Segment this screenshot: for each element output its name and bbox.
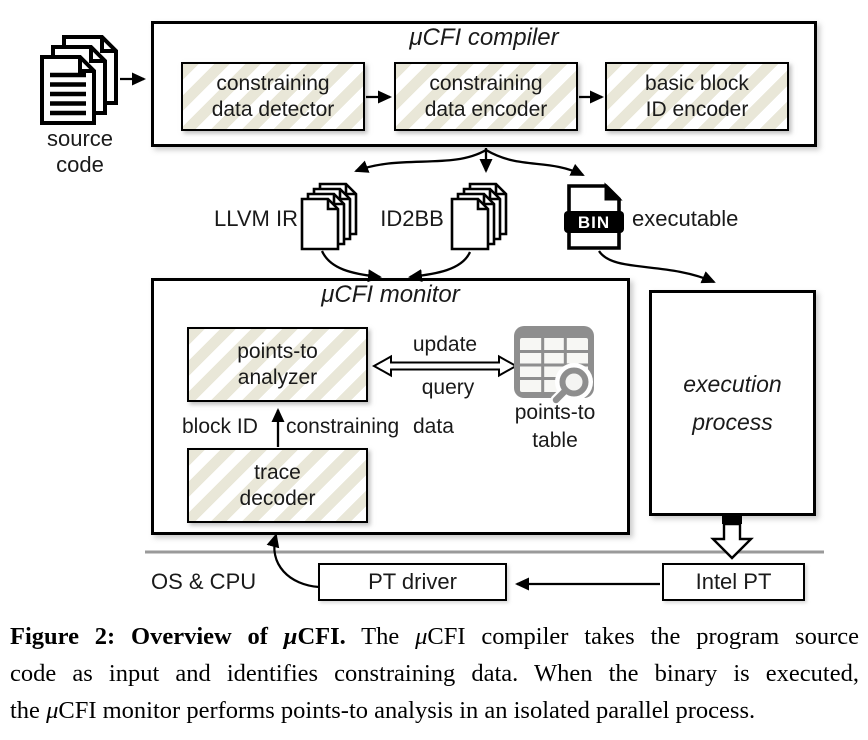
update-label: update: [412, 333, 478, 356]
bin-file-text: BIN: [577, 213, 611, 232]
execution-label-line2: process: [692, 409, 773, 435]
execution-process-box: execution process: [649, 290, 816, 516]
os-cpu-label: OS & CPU: [151, 569, 257, 594]
detector-label-line1: constraining: [216, 71, 330, 95]
caption-text-1b: CFI compiler takes the program source: [427, 623, 859, 650]
id2bb-files-icon: [450, 182, 508, 251]
analyzer-label-line1: points-to: [237, 339, 318, 363]
caption-bold-prefix: Figure 2: Overview of: [10, 623, 284, 650]
analyzer-label-line2: analyzer: [237, 365, 318, 389]
trace-decoder-box: trace decoder: [187, 448, 368, 523]
table-label-line1: points-to: [514, 401, 596, 424]
encoder-label-line2: data encoder: [424, 97, 548, 121]
source-code-label: source code: [38, 126, 122, 178]
caption-mu-1: μ: [415, 623, 428, 650]
bb-encoder-label-line1: basic block: [645, 71, 749, 95]
arrow-pt-driver-to-decoder: [266, 533, 320, 589]
caption-line-1: Figure 2: Overview of μCFI. The μCFI com…: [10, 618, 859, 655]
table-label-line2: table: [532, 429, 578, 452]
constraining-label: constraining: [286, 415, 400, 438]
block-id-label: block ID: [182, 415, 258, 438]
executable-label: executable: [632, 206, 739, 231]
points-to-table-label: points-to table: [505, 399, 605, 455]
basic-block-id-encoder-box: basic block ID encoder: [605, 62, 789, 131]
intel-pt-label: Intel PT: [695, 569, 772, 594]
decoder-label-line1: trace: [254, 460, 301, 484]
data-label: data: [413, 415, 454, 438]
figure-caption: Figure 2: Overview of μCFI. The μCFI com…: [10, 618, 859, 729]
caption-bold-mu: μ: [283, 623, 298, 650]
arrow-id2bb-to-monitor: [408, 251, 472, 283]
caption-bold-suffix: CFI.: [297, 623, 346, 650]
points-to-analyzer-box: points-to analyzer: [187, 327, 368, 402]
arrow-llvm-ir-to-monitor: [320, 250, 382, 283]
caption-line-3: the μCFI monitor performs points-to anal…: [10, 692, 859, 729]
detector-label-line2: data detector: [211, 97, 335, 121]
source-label-line2: code: [56, 152, 104, 177]
llvm-ir-label: LLVM IR: [214, 206, 298, 231]
decoder-label-line2: decoder: [239, 486, 316, 510]
ucfi-compiler-title: μCFI compiler: [409, 24, 559, 51]
llvm-ir-files-icon: [300, 182, 358, 251]
arrow-compiler-to-llvm-ir: [354, 149, 487, 173]
arrow-compiler-to-bin: [485, 149, 585, 177]
execution-label-line1: execution: [683, 371, 782, 397]
id2bb-label: ID2BB: [380, 206, 444, 231]
bb-encoder-label-line2: ID encoder: [645, 97, 749, 121]
caption-mu-3: μ: [46, 697, 59, 724]
pt-driver-label: PT driver: [368, 569, 457, 594]
source-code-stack-icon: [40, 35, 118, 125]
encoder-label-line1: constraining: [429, 71, 543, 95]
caption-line-2: code as input and identifies constrainin…: [10, 655, 859, 692]
caption-text-2: code as input and identifies constrainin…: [10, 660, 859, 687]
query-label: query: [421, 376, 475, 399]
caption-text-1a: The: [345, 623, 416, 650]
pt-driver-box: PT driver: [318, 563, 507, 601]
constraining-data-encoder-box: constraining data encoder: [394, 62, 578, 131]
ucfi-monitor-title: μCFI monitor: [321, 281, 460, 308]
source-label-line1: source: [46, 126, 114, 151]
caption-text-3a: the: [10, 697, 47, 724]
caption-text-3b: CFI monitor performs points-to analysis …: [58, 697, 756, 724]
block-arrow-execution-to-intel-pt: [710, 515, 754, 560]
constraining-data-detector-box: constraining data detector: [181, 62, 365, 131]
intel-pt-box: Intel PT: [662, 563, 805, 601]
